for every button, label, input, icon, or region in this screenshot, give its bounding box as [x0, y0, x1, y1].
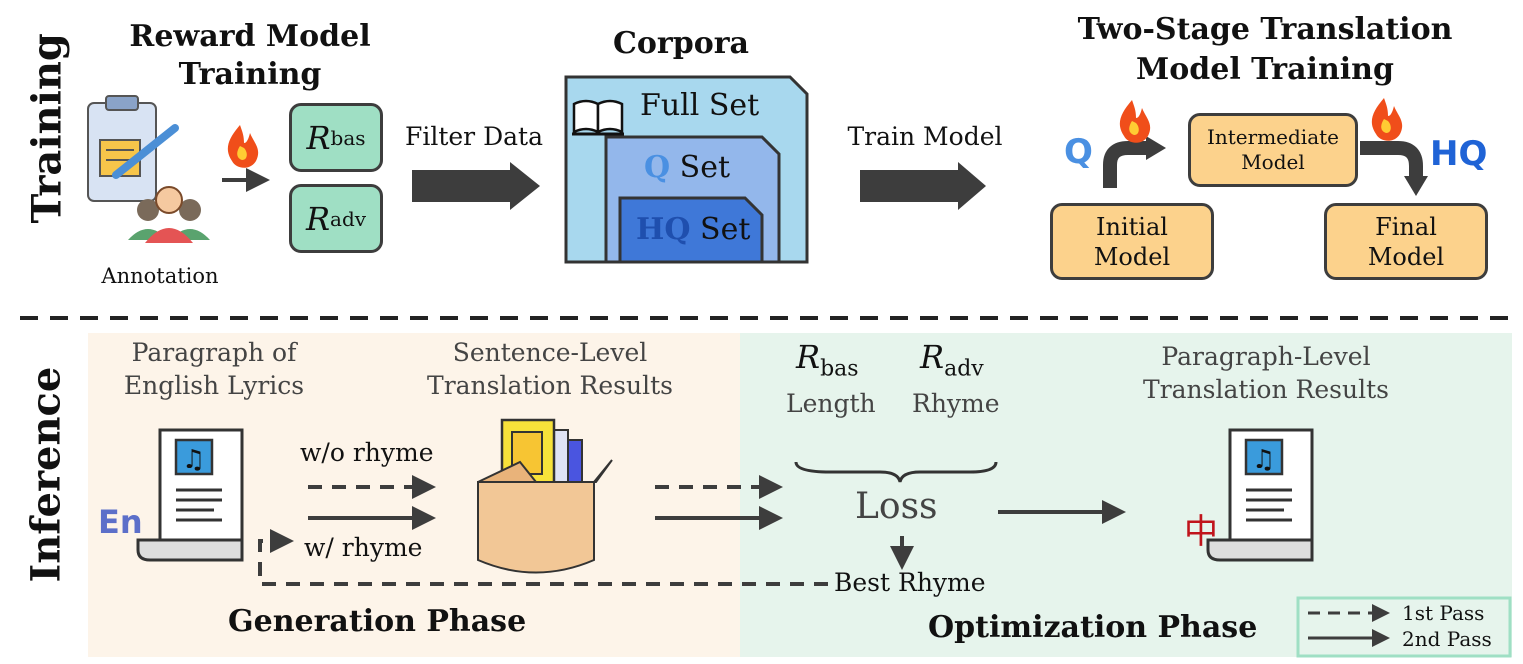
inference-r-bas-symbol: R: [796, 338, 821, 376]
final-line2: Model: [1367, 242, 1445, 271]
reward-model-title: Reward Model Training: [110, 18, 390, 94]
sentence-level-label: Sentence-Level Translation Results: [410, 336, 690, 402]
legend-first-pass: 1st Pass: [1402, 601, 1485, 625]
reward-title-line2: Training: [178, 57, 322, 92]
fire-icon-2: [1119, 100, 1151, 143]
loss-label: Loss: [855, 486, 938, 527]
inference-r-adv: Radv: [920, 338, 984, 381]
paragraph-line1: Paragraph of: [131, 338, 297, 367]
curly-brace: [794, 461, 998, 483]
q-label: Q: [1064, 132, 1093, 172]
feedback-dashed-loop: [258, 529, 828, 586]
intermediate-line2: Model: [1241, 150, 1305, 174]
r-bas-symbol: R: [306, 118, 331, 157]
legend-second-pass: 2nd Pass: [1402, 627, 1492, 651]
q-set-label: Q Set: [644, 150, 730, 185]
w-rhyme-label: w/ rhyme: [304, 533, 423, 562]
english-lyrics-scroll-icon: ♫: [136, 428, 244, 562]
best-rhyme-label: Best Rhyme: [834, 568, 986, 597]
two-stage-title-line1: Two-Stage Translation: [1077, 12, 1453, 47]
paragraph-line2: English Lyrics: [123, 371, 305, 400]
train-model-label: Train Model: [847, 122, 1003, 151]
sentence-line1: Sentence-Level: [452, 338, 648, 367]
hq-label: HQ: [1430, 134, 1488, 174]
en-label: En: [98, 503, 143, 541]
annotation-label: Annotation: [101, 264, 219, 288]
clipboard-icon: [87, 95, 179, 202]
optimization-phase-label: Optimization Phase: [928, 610, 1258, 645]
wo-rhyme-label: w/o rhyme: [300, 438, 434, 467]
r-bas-sub: bas: [330, 125, 366, 150]
hq-set-text: Set: [690, 212, 751, 247]
initial-line2: Model: [1093, 242, 1171, 271]
two-stage-title: Two-Stage Translation Model Training: [1040, 10, 1490, 90]
zh-label: 中: [1184, 512, 1218, 552]
filter-data-label: Filter Data: [405, 122, 543, 151]
r-adv-sub: adv: [330, 206, 367, 231]
q-set-text: Set: [670, 150, 731, 185]
inference-r-adv-sub: adv: [944, 356, 984, 382]
inference-section-label: Inference: [22, 366, 70, 583]
fire-icon: [227, 125, 259, 168]
paragraph-english-label: Paragraph of English Lyrics: [96, 336, 332, 402]
fire-icon-3: [1371, 98, 1403, 141]
annotators-icon: [128, 186, 210, 243]
paragraph-results-label: Paragraph-Level Translation Results: [1126, 340, 1406, 406]
translation-box-icon: [477, 418, 613, 574]
svg-text:♫: ♫: [182, 445, 205, 475]
r-adv-symbol: R: [305, 199, 331, 238]
intermediate-line1: Intermediate: [1206, 125, 1339, 149]
corpora-title: Corpora: [613, 26, 749, 61]
q-set-prefix: Q: [644, 150, 671, 185]
inference-r-adv-symbol: R: [920, 338, 945, 376]
sentence-line2: Translation Results: [427, 371, 673, 400]
legend-box: [1296, 596, 1512, 658]
length-label: Length: [786, 389, 876, 418]
rhyme-label: Rhyme: [912, 389, 1000, 418]
svg-text:♫: ♫: [1252, 445, 1275, 475]
book-icon: [572, 99, 624, 136]
chinese-lyrics-scroll-icon: ♫: [1206, 428, 1314, 562]
inference-r-bas-sub: bas: [820, 356, 859, 382]
train-model-arrow: [860, 162, 986, 210]
final-line1: Final: [1375, 212, 1437, 241]
reward-title-line1: Reward Model: [129, 19, 371, 54]
full-set-label: Full Set: [640, 88, 760, 123]
corpora-stack: [564, 75, 809, 264]
hq-curve-arrow: [1360, 141, 1423, 178]
hq-set-prefix: HQ: [636, 212, 691, 247]
generation-phase-label: Generation Phase: [228, 604, 527, 639]
filter-data-arrow: [412, 162, 540, 210]
q-curve-arrow: [1103, 141, 1148, 188]
initial-line1: Initial: [1096, 212, 1168, 241]
training-section-label: Training: [23, 33, 71, 224]
two-stage-title-line2: Model Training: [1136, 52, 1394, 87]
inference-r-bas: Rbas: [796, 338, 859, 381]
paragraph-results-line1: Paragraph-Level: [1161, 342, 1371, 371]
hq-set-label: HQ Set: [636, 212, 750, 247]
paragraph-results-line2: Translation Results: [1143, 375, 1389, 404]
